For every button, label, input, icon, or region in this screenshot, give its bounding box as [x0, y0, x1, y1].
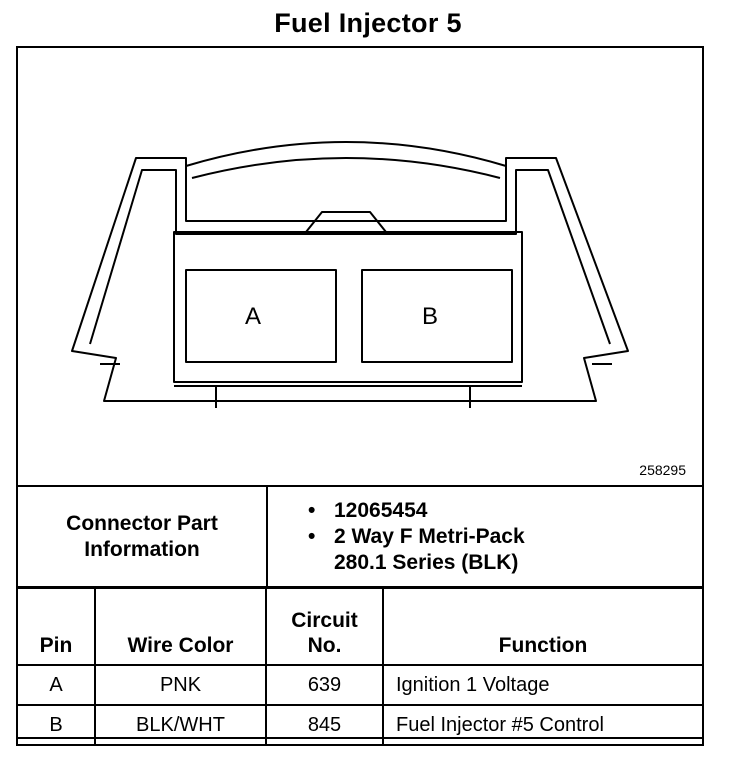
function-cell: Fuel Injector #5 Control: [382, 704, 704, 746]
table-row: A PNK 639 Ignition 1 Voltage: [16, 664, 704, 706]
cavity-b-label: B: [422, 303, 438, 330]
pin-cell: A: [16, 664, 96, 706]
circuit-cell: 639: [265, 664, 384, 706]
part-number: 12065454: [308, 498, 702, 524]
header-function: Function: [382, 587, 704, 666]
wire-color-cell: PNK: [94, 664, 267, 706]
function-cell: Ignition 1 Voltage: [382, 664, 704, 706]
connector-info-label: Connector Part Information: [16, 485, 268, 588]
header-pin: Pin: [16, 587, 96, 666]
connector-description: 2 Way F Metri-Pack: [308, 524, 702, 550]
wire-color-cell: BLK/WHT: [94, 704, 267, 746]
diagram-title: Fuel Injector 5: [274, 8, 462, 38]
circuit-cell: 845: [265, 704, 384, 746]
pin-table-header: Pin Wire Color Circuit No. Function: [16, 587, 704, 666]
connector-face: [173, 231, 523, 383]
housing-inner: [89, 169, 611, 345]
header-wire-color: Wire Color: [94, 587, 267, 666]
pin-cell: B: [16, 704, 96, 746]
housing-outline: [71, 157, 629, 402]
cavity-b: [361, 269, 513, 363]
connector-drawing: A B: [71, 141, 629, 408]
connector-diagram: A B 258295: [16, 46, 704, 486]
connector-info-table: Connector Part Information 12065454 2 Wa…: [16, 485, 704, 588]
connector-dome-inner: [191, 157, 501, 179]
reference-number: 258295: [639, 462, 686, 478]
latch: [305, 211, 387, 233]
header-circuit-line1: Circuit: [291, 609, 358, 632]
header-circuit-line2: No.: [307, 634, 342, 657]
table-row: B BLK/WHT 845 Fuel Injector #5 Control: [16, 704, 704, 746]
pin-table: Pin Wire Color Circuit No. Function A PN…: [16, 587, 704, 746]
connector-info-values: 12065454 2 Way F Metri-Pack 280.1 Series…: [266, 485, 704, 588]
header-circuit: Circuit No.: [265, 587, 384, 666]
cavity-a: [185, 269, 337, 363]
cavity-a-label: A: [245, 303, 261, 330]
connector-dome: [185, 141, 507, 167]
connector-description-line2: 280.1 Series (BLK): [334, 550, 519, 574]
